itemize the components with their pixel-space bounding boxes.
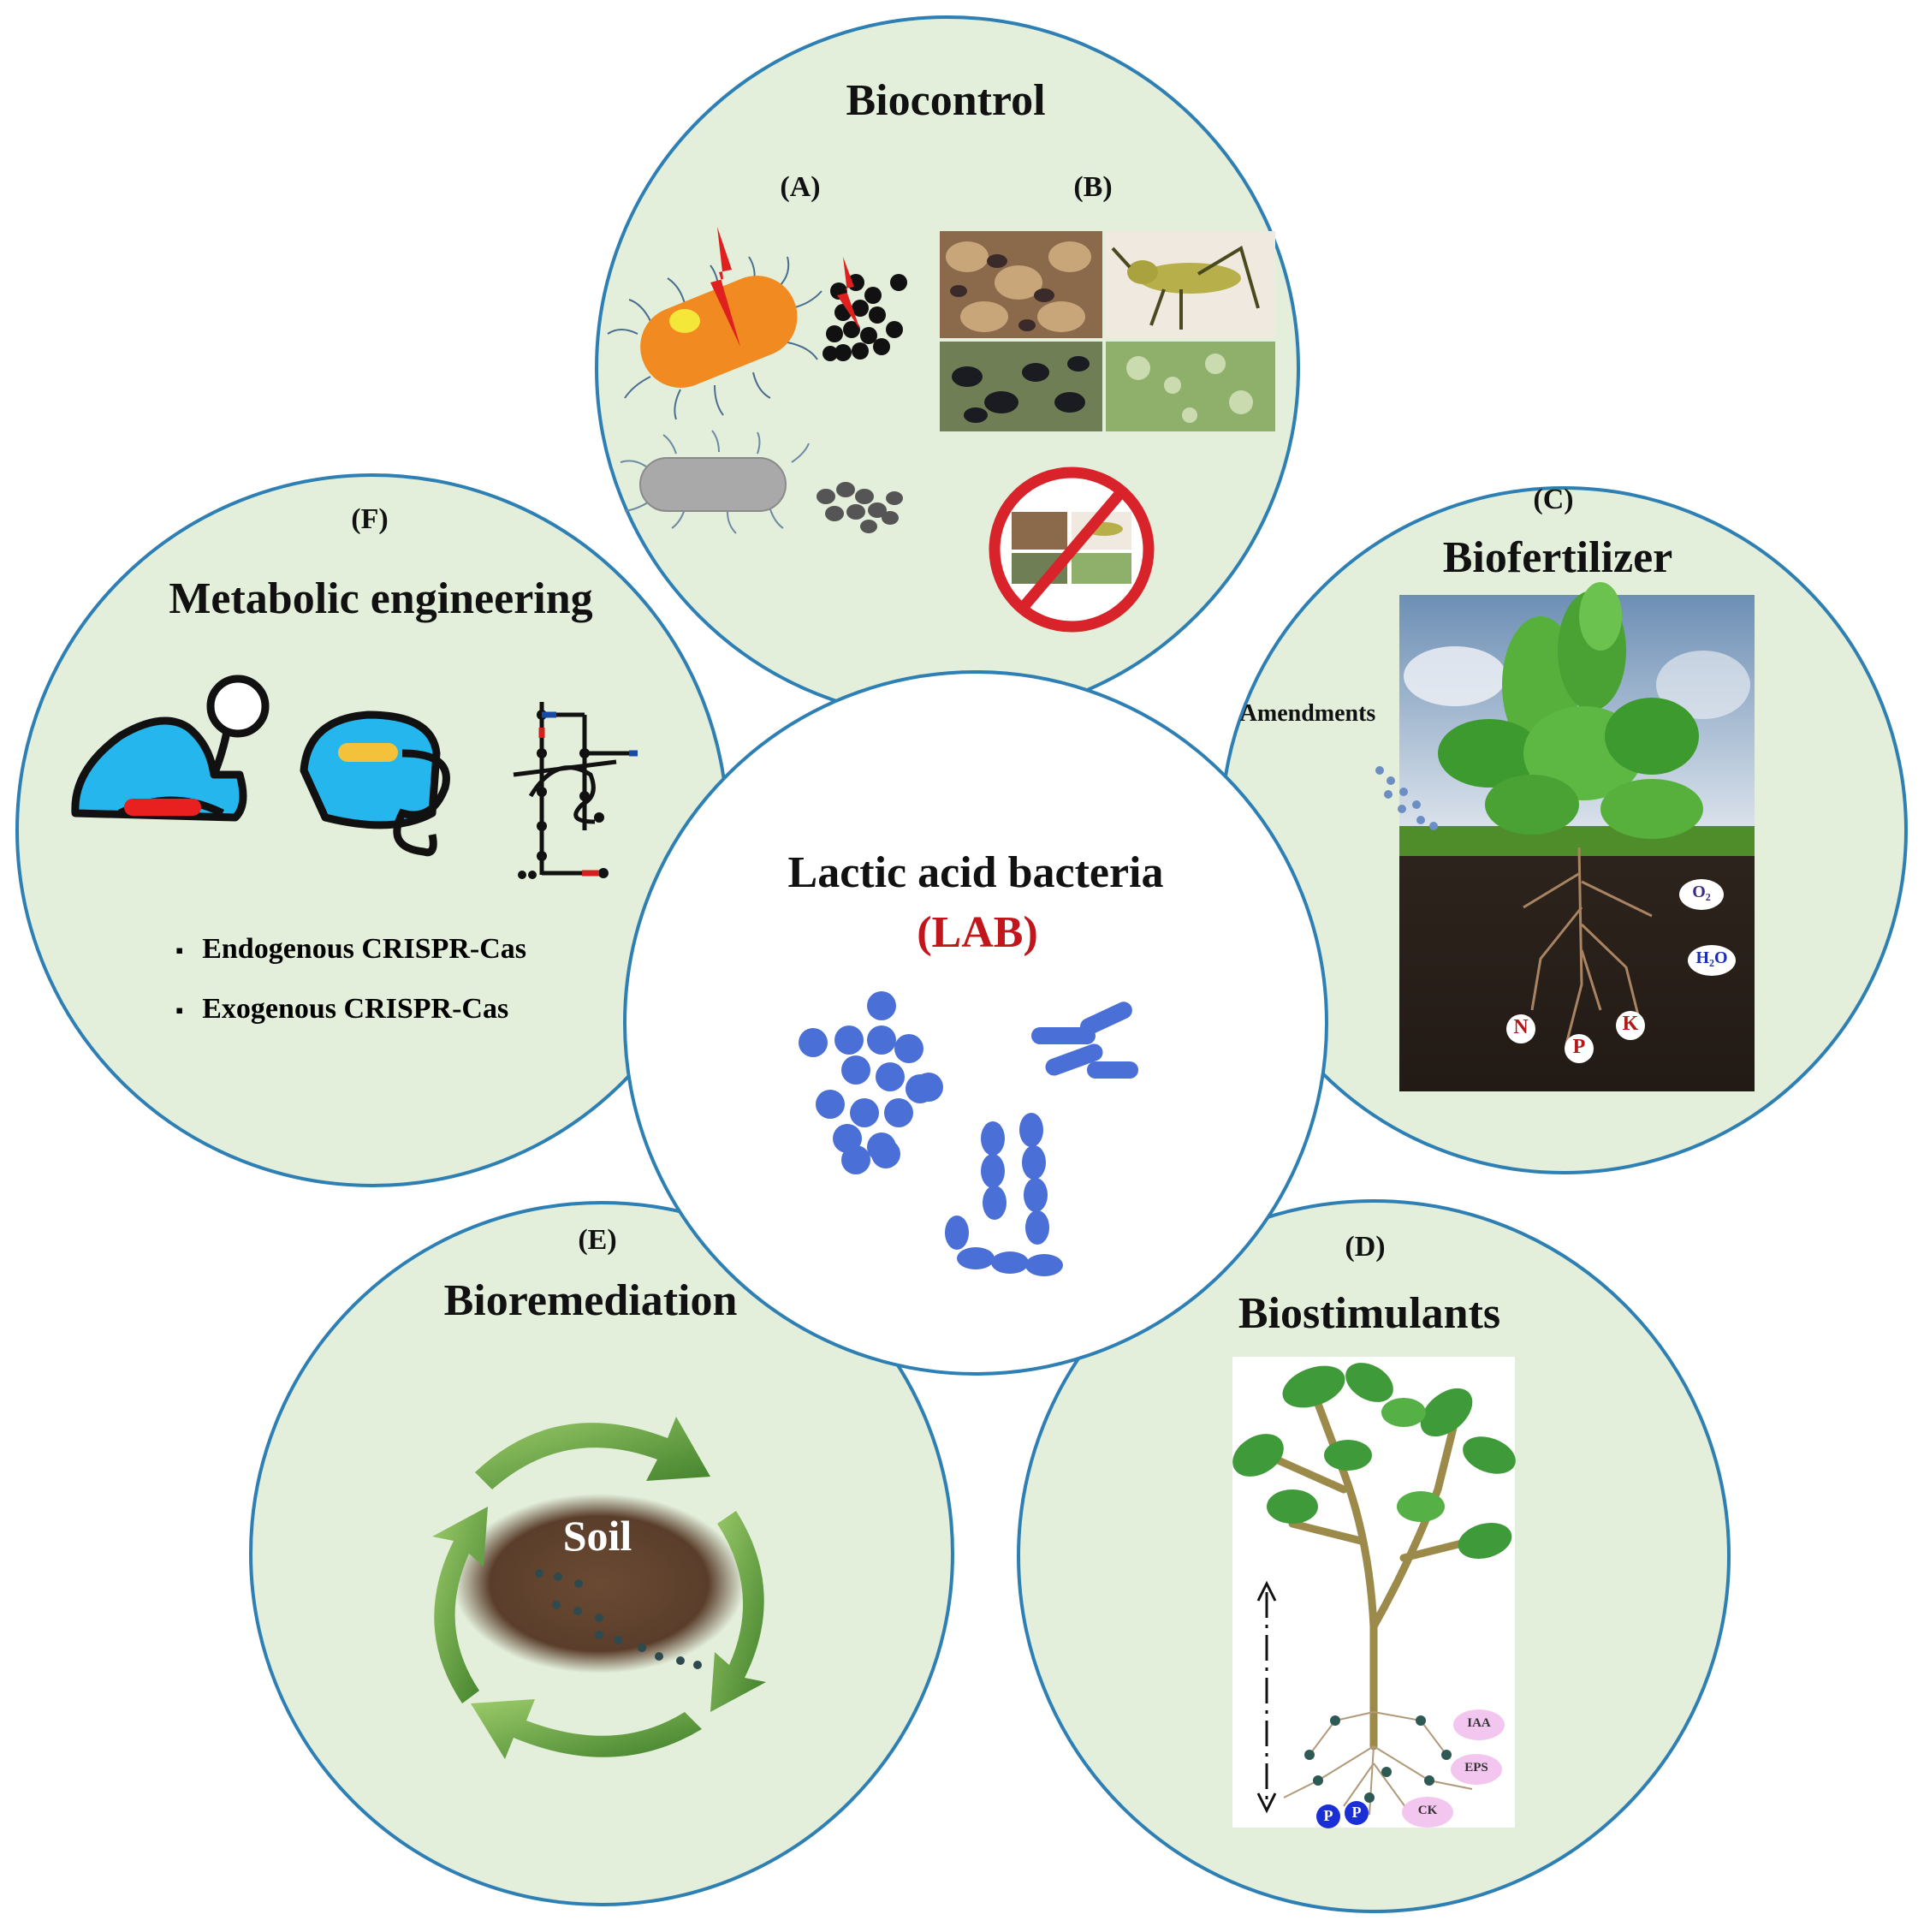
eps-tag: EPS bbox=[1464, 1761, 1488, 1774]
biofertilizer-title: Biofertilizer bbox=[1442, 533, 1673, 582]
metabolic-item-endogenous: Endogenous CRISPR-Cas bbox=[175, 933, 526, 966]
cycle-arrow-bottom bbox=[471, 1699, 702, 1759]
cycle-arrow-left bbox=[432, 1507, 488, 1703]
k-tag: K bbox=[1622, 1013, 1639, 1035]
biostimulants-title: Biostimulants bbox=[1238, 1289, 1501, 1338]
p-tag: P bbox=[1572, 1036, 1586, 1058]
h2o-tag: H₂O bbox=[1695, 948, 1728, 967]
streptococci-chain-icon bbox=[945, 1113, 1063, 1276]
biofertilizer-letter: (C) bbox=[1533, 484, 1574, 515]
hormone-bubbles bbox=[1316, 1709, 1505, 1828]
rod-bacteria-icon bbox=[1031, 1002, 1138, 1079]
lab-abbr: (LAB) bbox=[917, 908, 1038, 957]
plant-soil-photo bbox=[1375, 582, 1755, 1091]
inactive-spores-icon bbox=[817, 482, 903, 533]
biocontrol-label-b: (B) bbox=[1073, 171, 1113, 203]
lab-center-circle bbox=[623, 670, 1328, 1376]
bioremediation-title: Bioremediation bbox=[443, 1276, 738, 1325]
bioremediation-letter: (E) bbox=[578, 1224, 617, 1256]
grasshopper-icon bbox=[1111, 245, 1260, 330]
plant-roots bbox=[1523, 847, 1653, 1045]
cocci-cluster-icon bbox=[799, 991, 943, 1174]
cycle-arrow-top bbox=[475, 1417, 710, 1489]
growth-arrow bbox=[1256, 1580, 1277, 1814]
metabolic-item-exogenous: Exogenous CRISPR-Cas bbox=[175, 993, 508, 1025]
lab-title: Lactic acid bacteria bbox=[787, 848, 1164, 897]
metabolic-title: Metabolic engineering bbox=[169, 574, 593, 623]
biocontrol-title: Biocontrol bbox=[846, 76, 1046, 125]
amendments-label: Amendments bbox=[1239, 700, 1376, 727]
pathogen-bacterium-icon bbox=[607, 227, 822, 420]
no-pests-icon bbox=[989, 467, 1155, 633]
pest-photo-grid bbox=[940, 231, 1275, 431]
biostimulant-plant-photo bbox=[1232, 1357, 1516, 1828]
biostimulants-letter: (D) bbox=[1345, 1231, 1386, 1263]
n-tag: N bbox=[1513, 1016, 1529, 1038]
iaa-tag: IAA bbox=[1467, 1716, 1491, 1730]
cycle-arrow-right bbox=[710, 1511, 766, 1712]
crispr-array-icon bbox=[513, 702, 638, 879]
plant-leaves bbox=[1438, 582, 1703, 839]
metabolic-letter: (F) bbox=[351, 503, 389, 535]
cas12-protein-icon bbox=[300, 710, 450, 857]
cas9-protein-icon bbox=[71, 675, 270, 822]
ck-tag: CK bbox=[1417, 1804, 1438, 1817]
biocontrol-label-a: (A) bbox=[780, 171, 821, 203]
soil-label: Soil bbox=[562, 1512, 632, 1560]
inactive-bacterium-icon bbox=[620, 430, 810, 534]
nutrient-bubbles bbox=[1506, 879, 1736, 1063]
o2-tag: O₂ bbox=[1692, 883, 1711, 901]
pathogen-spores-icon bbox=[822, 257, 907, 361]
phosphate-tag-2: P bbox=[1351, 1804, 1362, 1821]
soil-cycle-icon bbox=[432, 1417, 766, 1759]
phosphate-tag-1: P bbox=[1323, 1807, 1333, 1824]
amendment-particles bbox=[1375, 766, 1438, 830]
